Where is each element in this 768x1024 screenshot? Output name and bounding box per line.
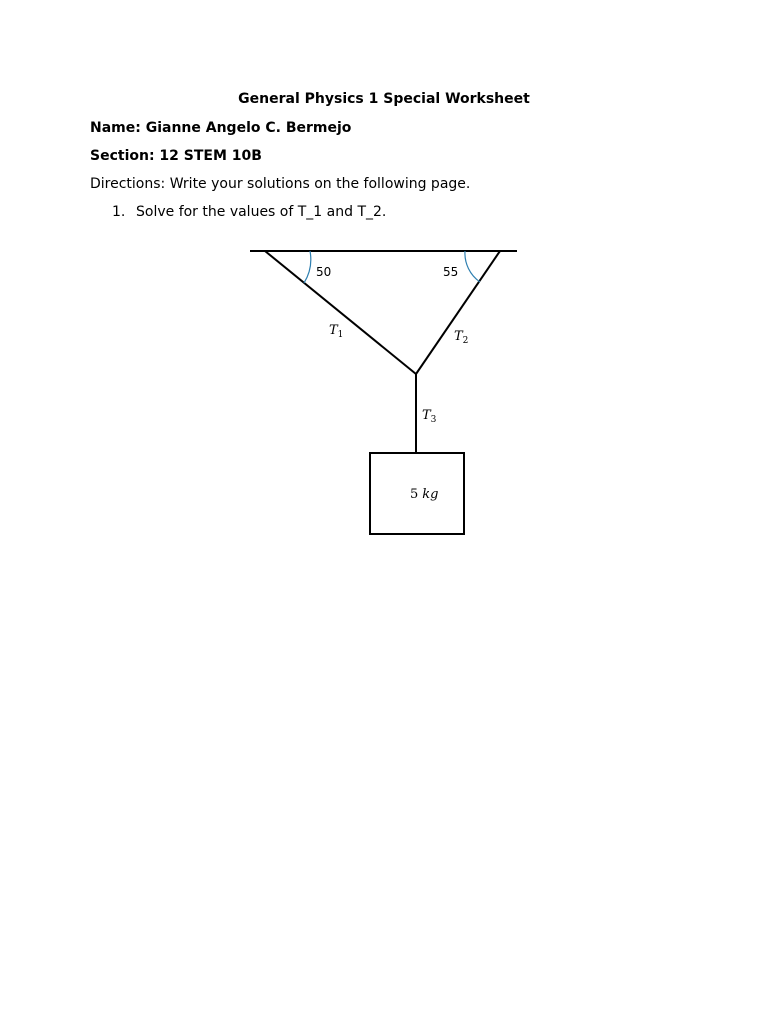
directions-text: Directions: Write your solutions on the …	[90, 176, 471, 192]
rope-t1	[264, 250, 417, 375]
angle-label-right: 55	[443, 265, 458, 279]
angle-arc-right	[464, 250, 481, 283]
list-item: 1. Solve for the values of T_1 and T_2.	[112, 204, 386, 220]
mass-box	[369, 452, 465, 535]
student-section: Section: 12 STEM 10B	[90, 148, 262, 164]
t1-label: T1	[329, 323, 343, 340]
t2-label: T2	[454, 329, 468, 346]
worksheet-title: General Physics 1 Special Worksheet	[238, 91, 530, 107]
rope-t2	[415, 250, 501, 375]
list-item-number: 1.	[112, 204, 126, 220]
list-item-text: Solve for the values of T_1 and T_2.	[136, 204, 387, 220]
angle-arc-left	[303, 250, 312, 284]
student-name: Name: Gianne Angelo C. Bermejo	[90, 120, 352, 136]
angle-label-left: 50	[316, 265, 331, 279]
t3-label: T3	[422, 408, 437, 425]
